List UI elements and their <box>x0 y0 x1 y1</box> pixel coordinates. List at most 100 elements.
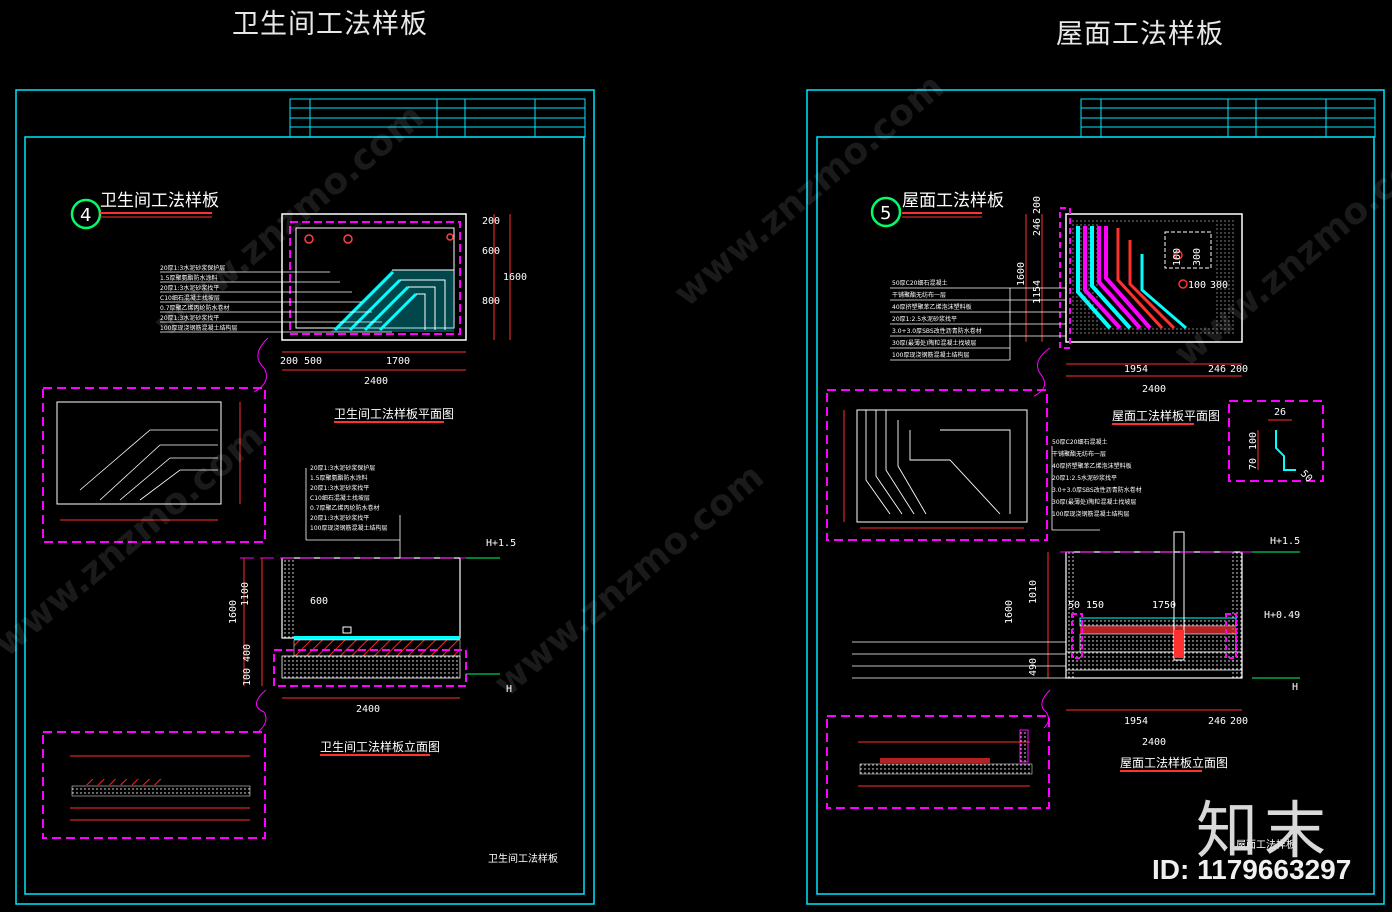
roof-detail-section <box>826 715 1050 809</box>
layer-label: 30厚(最薄处)陶粒混凝土找坡层 <box>1052 498 1136 506</box>
roof-badge: 5 屋面工法样板 <box>870 191 1004 228</box>
dim-label: 1750 <box>1152 600 1176 611</box>
brand-logo: 知末 <box>1196 794 1333 867</box>
dim-label: 2400 <box>1142 384 1166 395</box>
dim-label: 50 <box>1068 600 1080 611</box>
layer-label: 3.0+3.0厚SBS改性沥青防水卷材 <box>1052 486 1142 494</box>
left-sheet: 200 500 1700 2400 200 600 800 1600 20厚1:… <box>15 89 595 905</box>
layer-label: 100厚现浇钢筋混凝土结构层 <box>160 324 237 332</box>
right-title-block <box>1080 98 1376 138</box>
layer-label: 20厚1:3水泥砂浆找平 <box>310 514 369 522</box>
dim-label: 300 <box>1210 280 1228 291</box>
bathroom-detail-plan <box>42 387 266 543</box>
roof-detail-plan <box>826 389 1048 541</box>
left-title-block <box>289 98 586 138</box>
roof-plan <box>890 207 1243 377</box>
left-outer-frame <box>15 89 595 905</box>
dim-label: 1700 <box>386 356 410 367</box>
id-label: ID: 1179663297 <box>1152 854 1352 885</box>
roof-parapet-detail <box>1228 400 1324 482</box>
dim-label: 150 <box>1086 600 1104 611</box>
dim-label: 2400 <box>1142 737 1166 748</box>
dim-label: 246 <box>1208 716 1226 727</box>
layer-label: 20厚1:3水泥砂浆保护层 <box>310 464 375 472</box>
dim-label: H+1.5 <box>486 538 516 549</box>
dim-label: 50 <box>1298 468 1314 484</box>
layer-label: 干铺聚酯无纺布一层 <box>1052 450 1106 458</box>
dim-label: 1010 <box>1028 580 1039 604</box>
bathroom-plan-dims: 200 500 1700 2400 200 600 800 1600 <box>280 216 527 387</box>
bathroom-elev-layer-callouts: 20厚1:3水泥砂浆保护层 1.5厚聚氨酯防水涂料 20厚1:3水泥砂浆找平 C… <box>310 464 387 532</box>
layer-label: C10细石混凝土找坡层 <box>310 494 370 502</box>
dim-label: 600 <box>482 246 500 257</box>
dim-label: 1954 <box>1124 364 1148 375</box>
layer-label: 40厚挤塑聚苯乙烯泡沫塑料板 <box>1052 462 1132 470</box>
badge-number: 4 <box>80 205 91 226</box>
badge-number: 5 <box>880 203 891 224</box>
right-sheet: 5 屋面工法样板 <box>806 89 1385 905</box>
bathroom-elevation-caption: 卫生间工法样板立面图 <box>320 739 440 754</box>
layer-label: 20厚1:3水泥砂浆保护层 <box>160 264 225 272</box>
dim-label: 200 <box>280 356 298 367</box>
layer-label: 20厚1:3水泥砂浆找平 <box>160 314 219 322</box>
dim-label: 100 <box>1188 280 1206 291</box>
dim-label: H <box>1292 682 1298 693</box>
bathroom-plan-caption: 卫生间工法样板平面图 <box>334 406 454 421</box>
dim-label: H <box>506 684 512 695</box>
dim-label: 2400 <box>356 704 380 715</box>
roof-elev-dims: 1010 1600 490 1750 150 50 2400 1954 246 … <box>1004 536 1300 748</box>
dim-label: 1600 <box>1016 262 1027 286</box>
dim-label: 100 <box>242 668 253 686</box>
layer-label: 20厚1:3水泥砂浆找平 <box>160 284 219 292</box>
dim-label: 1154 <box>1032 280 1043 304</box>
roof-elev-layer-callouts: 50厚C20细石混凝土 干铺聚酯无纺布一层 40厚挤塑聚苯乙烯泡沫塑料板 20厚… <box>1052 438 1142 518</box>
dim-label: 490 <box>1028 658 1039 676</box>
dim-label: 26 <box>1274 407 1286 418</box>
badge-title: 屋面工法样板 <box>902 191 1004 211</box>
roof-layer-callouts: 50厚C20细石混凝土 干铺聚酯无纺布一层 40厚挤塑聚苯乙烯泡沫塑料板 20厚… <box>892 279 982 359</box>
layer-label: 0.7厚聚乙烯丙纶防水卷材 <box>310 504 380 512</box>
layer-label: 50厚C20细石混凝土 <box>892 279 947 287</box>
layer-label: 3.0+3.0厚SBS改性沥青防水卷材 <box>892 327 982 335</box>
dim-label: 1100 <box>240 582 251 606</box>
layer-label: 100厚现浇钢筋混凝土结构层 <box>310 524 387 532</box>
layer-label: 20厚1:3水泥砂浆找平 <box>310 484 369 492</box>
roof-elevation <box>852 446 1300 711</box>
bathroom-badge: 4 卫生间工法样板 <box>70 191 219 230</box>
dim-label: 100 <box>1172 248 1183 266</box>
bathroom-elev-dims: 600 1100 1600 400 100 2400 H+1.5 H <box>228 538 516 715</box>
dim-label: 246 <box>1208 364 1226 375</box>
layer-label: 20厚1:2.5水泥砂浆找平 <box>892 315 957 323</box>
dim-label: 300 <box>1192 248 1203 266</box>
roof-elevation-caption: 屋面工法样板立面图 <box>1120 755 1228 770</box>
dim-label: 1600 <box>228 600 239 624</box>
sheet-title-bathroom: 卫生间工法样板 <box>232 9 428 40</box>
bathroom-detail-section <box>42 731 266 839</box>
bathroom-sheet-label: 卫生间工法样板 <box>488 852 558 865</box>
sheet-title-roof: 屋面工法样板 <box>1056 19 1224 50</box>
dim-label: 400 <box>242 644 253 662</box>
dim-label: 1954 <box>1124 716 1148 727</box>
layer-label: 40厚挤塑聚苯乙烯泡沫塑料板 <box>892 303 972 311</box>
layer-label: 0.7厚聚乙烯丙纶防水卷材 <box>160 304 230 312</box>
dim-label: 200 <box>1230 716 1248 727</box>
dim-label: 600 <box>310 596 328 607</box>
bathroom-plan <box>160 213 511 371</box>
layer-label: 100厚现浇钢筋混凝土结构层 <box>1052 510 1129 518</box>
badge-title: 卫生间工法样板 <box>100 191 219 211</box>
dim-label: 1600 <box>503 272 527 283</box>
dim-label: 2400 <box>364 376 388 387</box>
dim-label: 200 <box>1230 364 1248 375</box>
layer-label: 1.5厚聚氨酯防水涂料 <box>310 474 368 482</box>
parapet-dims: 26 100 70 50 <box>1248 407 1314 485</box>
right-outer-frame <box>806 89 1385 905</box>
layer-label: 1.5厚聚氨酯防水涂料 <box>160 274 218 282</box>
dim-label: 500 <box>304 356 322 367</box>
bathroom-elevation <box>240 468 500 699</box>
dim-label: 800 <box>482 296 500 307</box>
roof-sheet-label: 屋面工法样板 <box>1236 838 1296 851</box>
roof-plan-dims: 246 200 1600 1154 1954 246 200 2400 100 … <box>1016 196 1248 395</box>
layer-label: 干铺聚酯无纺布一层 <box>892 291 946 299</box>
dim-label: 246 <box>1032 218 1043 236</box>
